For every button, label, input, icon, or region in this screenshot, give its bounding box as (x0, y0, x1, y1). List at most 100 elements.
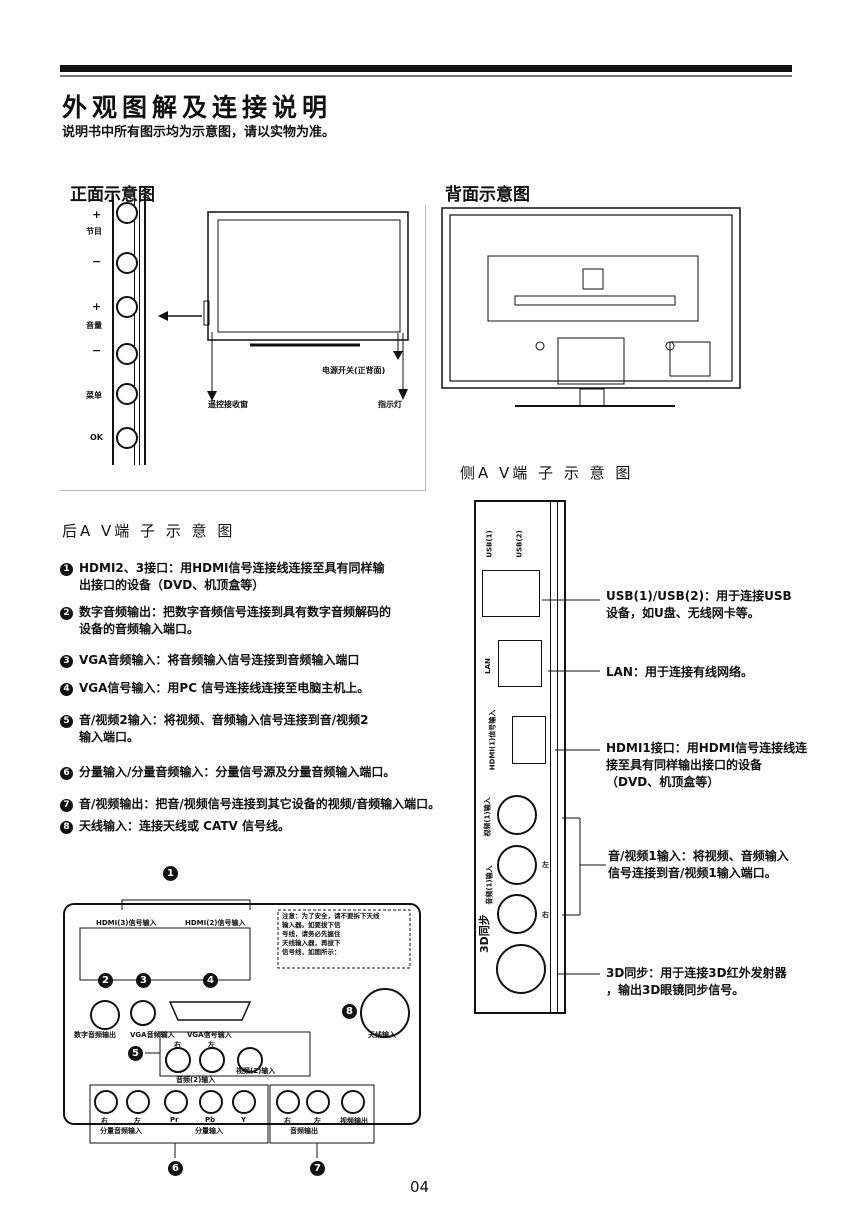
vol-minus-label: − (92, 344, 102, 357)
power-label: 电源开关(正背面) (322, 366, 386, 375)
marker-2: 2 (98, 973, 113, 988)
aout-left-label: 左 (314, 1117, 321, 1125)
antenna-jack[interactable] (360, 988, 410, 1038)
channel-down-button[interactable] (116, 252, 138, 274)
volume-down-button[interactable] (116, 343, 138, 365)
comp-left-label: 左 (134, 1117, 141, 1125)
comp-audio-label: 分量音频输入 (100, 1127, 142, 1135)
aout-right-label: 右 (284, 1117, 291, 1125)
channel-up-button[interactable] (116, 202, 138, 224)
strip-rail (134, 195, 140, 465)
marker-5: 5 (128, 1046, 143, 1061)
rear-title: 后A V端 子 示 意 图 (62, 522, 236, 540)
comp-right-label: 右 (101, 1117, 108, 1125)
marker-7: 7 (310, 1161, 325, 1176)
comp-audio-left-jack[interactable] (126, 1090, 150, 1114)
ok-label: OK (90, 433, 103, 442)
digital-out-label: 数字音频输出 (74, 1031, 116, 1039)
pr-jack[interactable] (164, 1090, 188, 1114)
page-number: 04 (410, 1178, 430, 1196)
side-rail (550, 500, 558, 1012)
audio1-left-jack[interactable] (497, 845, 537, 885)
marker-4: 4 (203, 973, 218, 988)
audio-out-left-jack[interactable] (306, 1090, 330, 1114)
page-title: 外观图解及连接说明 (62, 93, 333, 122)
remote-label: 遥控接收窗 (208, 400, 248, 409)
tv-back-drawing (441, 207, 741, 407)
video1-jack[interactable] (497, 795, 537, 835)
audio-out-right-jack[interactable] (276, 1090, 300, 1114)
menu-label: 菜单 (86, 391, 102, 400)
header-rule-thin (60, 75, 792, 77)
menu-button[interactable] (116, 383, 138, 405)
audio1-left-label: 左 (542, 861, 549, 869)
marker-1: 1 (163, 866, 178, 881)
antenna-notice: 注意：为了安全，请不要拆下天线输入器。如要拔下信号线，请务必先握住天线输入器，再… (282, 912, 380, 956)
audio2-label: 音频(2)输入 (176, 1076, 216, 1084)
video1-label: 视频(1)输入 (483, 797, 492, 837)
usb-port[interactable] (482, 570, 540, 617)
lan-label: LAN (483, 658, 492, 674)
ch-label: 节目 (86, 227, 102, 236)
hdmi3-label: HDMI(3)信号输入 (96, 919, 157, 927)
ch-plus-label: + (92, 208, 102, 221)
usb2-label: USB(2) (515, 530, 524, 558)
ok-button[interactable] (116, 427, 138, 449)
y-label: Y (241, 1116, 247, 1124)
video-out-jack[interactable] (341, 1090, 365, 1114)
marker-8: 8 (342, 1004, 357, 1019)
audio2-right-jack[interactable] (165, 1047, 191, 1073)
desc-av1: 音/视频1输入：将视频、音频输入信号连接到音/视频1输入端口。 (608, 849, 789, 880)
av2-left-label: 左 (208, 1041, 215, 1049)
vol-plus-label: + (92, 300, 102, 313)
pb-label: Pb (205, 1116, 216, 1124)
marker-6: 6 (168, 1161, 183, 1176)
back-title: 背面示意图 (445, 185, 530, 205)
usb1-label: USB(1) (485, 530, 494, 558)
lan-port[interactable] (498, 640, 542, 687)
side-callout-lines (542, 599, 606, 975)
digital-audio-out-jack[interactable] (90, 1000, 120, 1030)
audio2-left-jack[interactable] (199, 1047, 225, 1073)
tv-front-drawing (158, 211, 409, 401)
hdmi1-port[interactable] (512, 716, 546, 764)
comp-audio-right-jack[interactable] (94, 1090, 118, 1114)
video2-jack[interactable] (237, 1047, 263, 1073)
vol-label: 音量 (86, 321, 102, 330)
vga-audio-jack[interactable] (130, 1000, 156, 1026)
video-out-label: 视频输出 (340, 1117, 368, 1125)
page-subtitle: 说明书中所有图示均为示意图，请以实物为准。 (62, 125, 336, 140)
y-jack[interactable] (232, 1090, 256, 1114)
audio1-right-jack[interactable] (497, 894, 537, 934)
antenna-label: 天线输入 (368, 1031, 396, 1039)
side-panel (474, 500, 566, 1014)
sync3d-label: 3D同步 (478, 914, 491, 953)
audio1-right-label: 右 (542, 911, 549, 919)
hdmi2-label: HDMI(2)信号输入 (185, 919, 246, 927)
marker-3: 3 (136, 973, 151, 988)
hdmi1-label: HDMI(1)信号输入 (488, 709, 497, 771)
comp-label: 分量输入 (195, 1127, 223, 1135)
audio-out-label: 音频输出 (290, 1127, 318, 1135)
button-strip (112, 195, 146, 465)
desc-3d: 3D同步：用于连接3D红外发射器，输出3D眼镜同步信号。 (606, 966, 787, 997)
pr-label: Pr (170, 1116, 179, 1124)
av2-right-label: 右 (174, 1041, 181, 1049)
vga-signal-label: VGA信号输入 (187, 1031, 232, 1039)
side-title: 侧A V端 子 示 意 图 (460, 464, 634, 482)
volume-up-button[interactable] (116, 296, 138, 318)
sync3d-jack[interactable] (496, 944, 546, 994)
rear-diagram-frame (63, 899, 421, 1158)
ch-minus-label: − (92, 255, 102, 268)
vga-audio-label: VGA音频输入 (130, 1031, 175, 1039)
pb-jack[interactable] (199, 1090, 223, 1114)
